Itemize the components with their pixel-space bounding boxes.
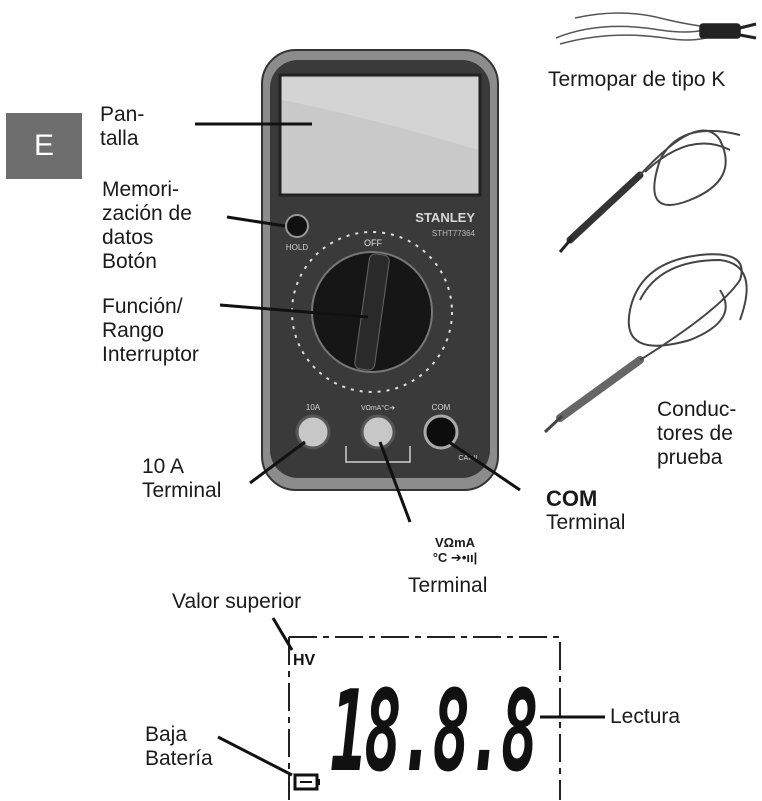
lcd-border (289, 636, 561, 800)
hold-button[interactable] (285, 214, 309, 238)
lcd-reading: 18.8.8 (330, 667, 536, 797)
multimeter: STANLEY STHT77364 HOLD OFF 10A VΩmA°C➔ C… (261, 49, 499, 491)
label-com: COM Terminal (546, 486, 626, 535)
jack-v[interactable] (360, 414, 396, 450)
leader-com (445, 438, 521, 492)
language-tab: E (6, 113, 82, 179)
hold-label: HOLD (286, 243, 308, 252)
label-termopar: Termopar de tipo K (548, 68, 726, 91)
leader-dial (219, 303, 369, 319)
jack-10a[interactable] (295, 414, 331, 450)
warning-bracket (345, 446, 411, 463)
cat-label: CAT II (458, 455, 477, 462)
off-label: OFF (364, 238, 382, 248)
label-valor-superior: Valor superior (172, 590, 302, 613)
jack-v-label: VΩmA°C➔ (361, 404, 395, 412)
label-memorizacion: Memori- zación de datos Botón (102, 178, 192, 273)
label-conductores: Conduc- tores de prueba (657, 398, 737, 469)
label-pantalla: Pan-talla (100, 103, 145, 150)
lcd-display: HV 18.8.8 (217, 617, 605, 800)
label-terminal-10a: 10 A Terminal (142, 455, 222, 502)
jack-com[interactable] (423, 414, 459, 450)
label-baja-bateria: Baja Batería (145, 723, 213, 770)
leader-hold (226, 215, 286, 228)
leader-v (378, 441, 412, 523)
thermocouple-drawing (555, 12, 757, 45)
leader-10a (249, 440, 306, 485)
jack-com-label: COM (432, 403, 451, 412)
dial-knob (354, 253, 390, 371)
test-leads-drawing (543, 129, 748, 434)
label-vomega-symbols: VΩmA °C ➔•ıı| (432, 535, 478, 565)
label-lectura: Lectura (610, 705, 681, 728)
screen-glare (282, 78, 478, 150)
brand-text: STANLEY (415, 210, 475, 225)
label-vomega-terminal: Terminal (408, 574, 488, 597)
lcd-hv-label: HV (293, 652, 316, 669)
leader-lines (195, 122, 521, 523)
model-text: STHT77364 (432, 229, 476, 238)
label-funcion: Función/ Rango Interruptor (102, 295, 199, 366)
dial-ring (291, 231, 453, 393)
jack-10a-label: 10A (306, 403, 321, 412)
